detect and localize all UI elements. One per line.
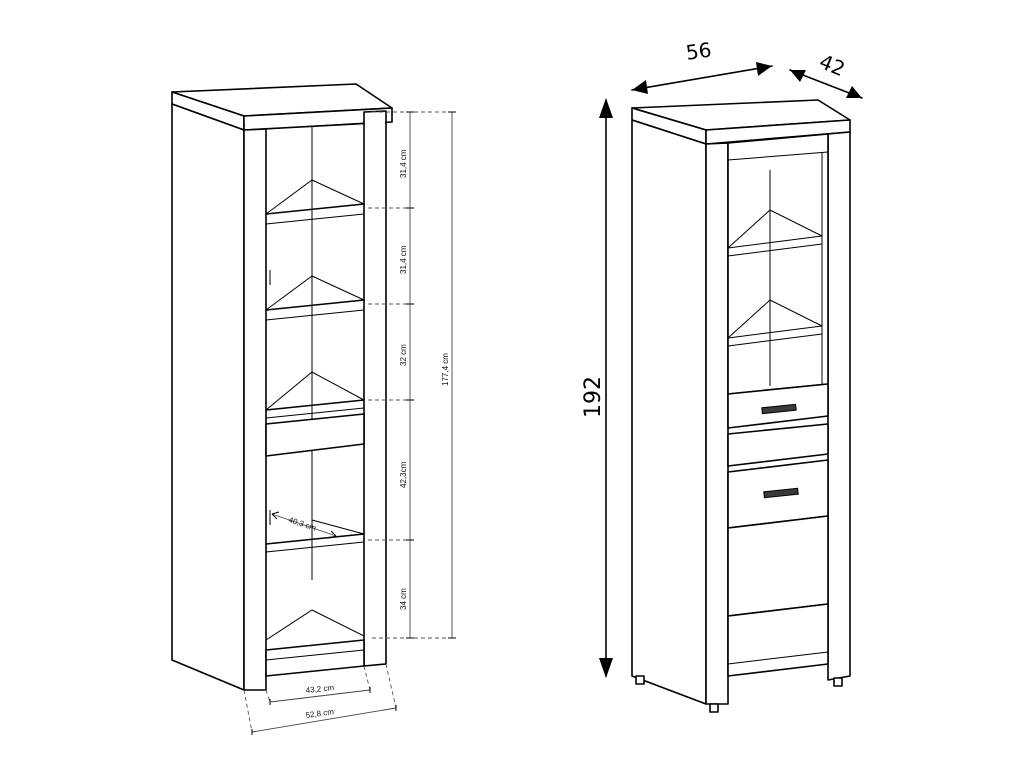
lower-drawer-handle <box>763 487 799 499</box>
upper-drawer-handle <box>761 403 797 415</box>
bottom-door <box>727 515 829 617</box>
width-dimension: 56 <box>631 38 773 94</box>
height-dimension: 192 <box>581 98 613 678</box>
shelf-height-2: 31,4 cm <box>399 245 408 274</box>
open-bookcase-drawing: 40,3 cm 31,4 cm 31,4 cm 32 cm 42,3cm 34 … <box>171 83 456 735</box>
shelf-height-3: 32 cm <box>399 344 408 366</box>
width-label: 56 <box>684 38 713 65</box>
shelf-depth-dimension: 40,3 cm <box>271 511 337 539</box>
width-dimensions: 43,2 cm 52,8 cm <box>243 663 397 735</box>
inner-width-label: 43,2 cm <box>305 683 335 695</box>
shelf-height-4: 42,3cm <box>399 461 408 488</box>
shelf-height-1: 31,4 cm <box>399 149 408 178</box>
height-label: 192 <box>581 376 606 418</box>
outer-width-label: 52,8 cm <box>305 707 335 720</box>
glass-shelves <box>265 179 365 641</box>
depth-dimension: 42 <box>789 49 863 99</box>
closed-cabinet-drawing: 56 42 192 <box>581 38 863 713</box>
inner-height-label: 177,4 cm <box>441 353 450 386</box>
vertical-dimension-chain: 31,4 cm 31,4 cm 32 cm 42,3cm 34 cm 177,4… <box>368 111 456 639</box>
shelf-height-5: 34 cm <box>399 588 408 610</box>
shelf-depth-label: 40,3 cm <box>287 515 317 532</box>
depth-label: 42 <box>816 49 849 81</box>
